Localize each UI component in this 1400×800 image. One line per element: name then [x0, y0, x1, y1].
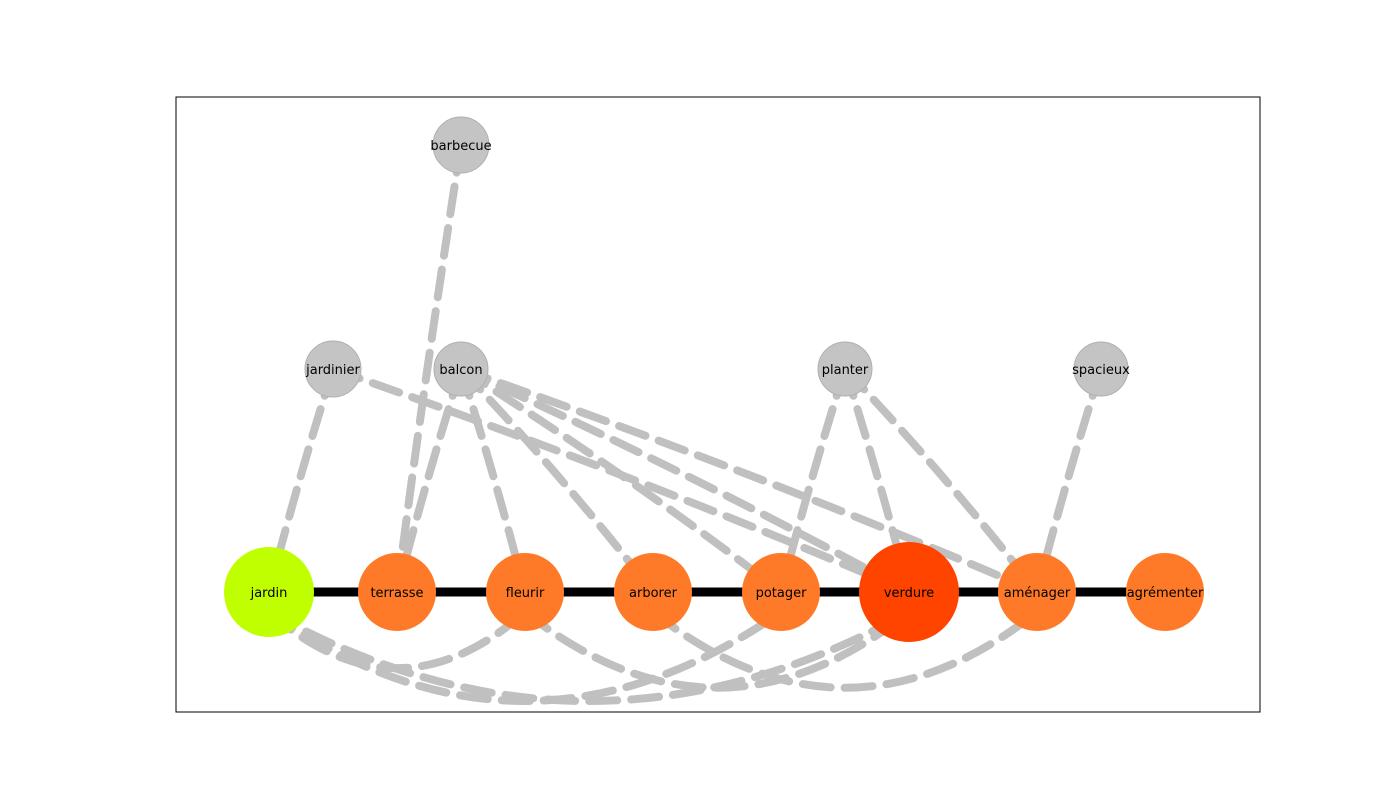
node-label-arborer: arborer — [629, 586, 678, 601]
node-label-spacieux: spacieux — [1072, 363, 1130, 378]
node-spacieux: spacieux — [1072, 341, 1130, 397]
dashed-edges — [265, 141, 1105, 705]
node-balcon: balcon — [433, 341, 489, 397]
node-jardin: jardin — [224, 547, 314, 637]
node-label-terrasse: terrasse — [370, 586, 423, 601]
node-arborer: arborer — [614, 553, 692, 631]
node-label-balcon: balcon — [439, 363, 482, 378]
dashed-edge-balcon-potager — [457, 365, 785, 596]
node-agrementer: agrémenter — [1126, 553, 1204, 631]
dashed-edge-barbecue-terrasse — [393, 141, 465, 596]
node-circle-potager — [742, 553, 820, 631]
node-label-agrementer: agrémenter — [1127, 586, 1204, 601]
node-circle-spacieux — [1073, 341, 1129, 397]
node-label-jardinier: jardinier — [305, 363, 360, 378]
dashed-edge-spacieux-amenager — [1033, 365, 1105, 596]
dashed-edge-balcon-fleurir — [457, 365, 529, 596]
node-fleurir: fleurir — [486, 553, 564, 631]
node-jardinier: jardinier — [304, 340, 362, 398]
dashed-edge-jardinier-jardin — [265, 365, 337, 596]
node-circle-verdure — [859, 542, 959, 642]
plot-frame — [175, 96, 1261, 713]
dashed-edge-balcon-verdure — [457, 365, 913, 596]
node-barbecue: barbecue — [430, 116, 492, 174]
node-circle-fleurir — [486, 553, 564, 631]
node-label-jardin: jardin — [250, 586, 288, 601]
dashed-edge-balcon-amenager — [457, 365, 1041, 596]
dashed-edge-jardin-verdure — [265, 608, 913, 705]
node-circle-terrasse — [358, 553, 436, 631]
dashed-edge-planter-verdure — [841, 365, 913, 596]
dashed-edge-jardinier-verdure — [329, 365, 913, 596]
node-label-planter: planter — [822, 363, 869, 378]
node-circle-jardinier — [304, 340, 362, 398]
dashed-edge-fleurir-verdure — [521, 608, 913, 692]
node-label-barbecue: barbecue — [430, 139, 491, 154]
node-terrasse: terrasse — [358, 553, 436, 631]
node-verdure: verdure — [859, 542, 959, 642]
node-potager: potager — [742, 553, 820, 631]
node-label-potager: potager — [756, 586, 808, 601]
node-circle-jardin — [224, 547, 314, 637]
node-label-fleurir: fleurir — [506, 586, 545, 601]
node-circle-amenager — [998, 553, 1076, 631]
dashed-edge-arborer-amenager — [649, 608, 1041, 692]
nodes: jardin terrasse fleurir arborer potager verdu… — [224, 116, 1204, 642]
node-circle-arborer — [614, 553, 692, 631]
node-circle-agrementer — [1126, 553, 1204, 631]
node-label-verdure: verdure — [884, 586, 934, 601]
node-circle-planter — [817, 341, 873, 397]
dashed-edge-planter-potager — [777, 365, 849, 596]
node-label-amenager: aménager — [1004, 586, 1071, 601]
node-amenager: aménager — [998, 553, 1076, 631]
dashed-edge-balcon-terrasse — [393, 365, 465, 596]
node-circle-balcon — [433, 341, 489, 397]
node-planter: planter — [817, 341, 873, 397]
node-circle-barbecue — [432, 116, 490, 174]
